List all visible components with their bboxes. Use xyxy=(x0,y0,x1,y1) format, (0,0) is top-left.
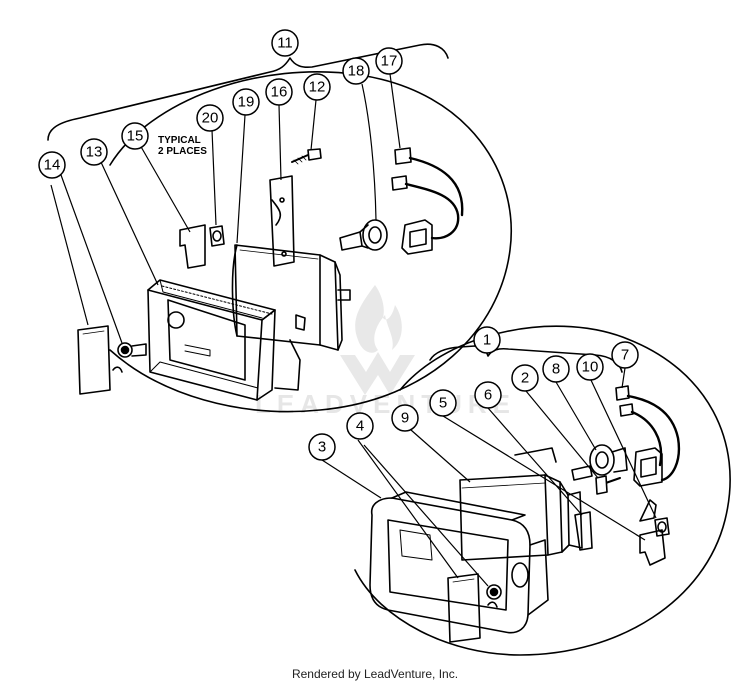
svg-text:18: 18 xyxy=(348,63,365,80)
watermark-logo: LEADVENTURE xyxy=(255,285,516,419)
bracket-1 xyxy=(429,345,623,373)
callout-5: 5 xyxy=(429,389,457,417)
callout-7: 7 xyxy=(611,341,639,369)
leader-lines xyxy=(50,73,657,587)
callout-12: 12 xyxy=(303,73,331,101)
svg-text:4: 4 xyxy=(356,418,364,435)
callout-17: 17 xyxy=(375,47,403,75)
svg-text:3: 3 xyxy=(318,439,326,456)
bracket-11 xyxy=(47,43,449,141)
svg-text:17: 17 xyxy=(381,53,398,70)
callout-11: 11 xyxy=(271,29,299,57)
footer-credit: Rendered by LeadVenture, Inc. xyxy=(291,667,459,681)
svg-text:10: 10 xyxy=(582,359,599,376)
callout-18: 18 xyxy=(342,57,370,85)
svg-text:15: 15 xyxy=(127,128,144,145)
callout-15: 15 xyxy=(121,122,149,150)
svg-text:11: 11 xyxy=(277,35,293,52)
callout-4: 4 xyxy=(346,412,374,440)
callout-8: 8 xyxy=(542,355,570,383)
lower-assembly xyxy=(354,325,731,656)
upper-circle-outline xyxy=(109,71,512,413)
callouts: 11 12 13 14 15 16 17 18 xyxy=(38,29,639,461)
svg-text:13: 13 xyxy=(86,144,103,161)
callout-6: 6 xyxy=(474,381,502,409)
callout-14: 14 xyxy=(38,151,66,179)
lower-circle-outline xyxy=(354,325,731,656)
svg-text:14: 14 xyxy=(44,157,61,174)
callout-9: 9 xyxy=(391,404,419,432)
callout-3: 3 xyxy=(308,433,336,461)
callout-13: 13 xyxy=(80,138,108,166)
svg-text:9: 9 xyxy=(401,410,409,427)
watermark-text: LEADVENTURE xyxy=(255,389,516,419)
svg-text:12: 12 xyxy=(309,79,326,96)
svg-text:8: 8 xyxy=(552,361,560,378)
svg-text:2: 2 xyxy=(521,370,529,387)
reflector-14 xyxy=(77,325,111,395)
svg-text:19: 19 xyxy=(238,94,255,111)
svg-text:6: 6 xyxy=(484,387,492,404)
note-typical-line1: TYPICAL xyxy=(158,135,201,146)
svg-text:5: 5 xyxy=(439,395,447,412)
svg-text:20: 20 xyxy=(202,110,219,127)
callout-16: 16 xyxy=(265,78,293,106)
svg-text:16: 16 xyxy=(271,84,288,101)
svg-text:7: 7 xyxy=(621,347,629,364)
callout-2: 2 xyxy=(511,364,539,392)
callout-20: 20 xyxy=(196,104,224,132)
svg-text:1: 1 xyxy=(483,332,491,349)
note-typical-line2: 2 PLACES xyxy=(158,146,207,157)
callout-1: 1 xyxy=(473,326,501,354)
upper-assembly xyxy=(47,43,512,413)
callout-10: 10 xyxy=(576,353,604,381)
callout-19: 19 xyxy=(232,88,260,116)
